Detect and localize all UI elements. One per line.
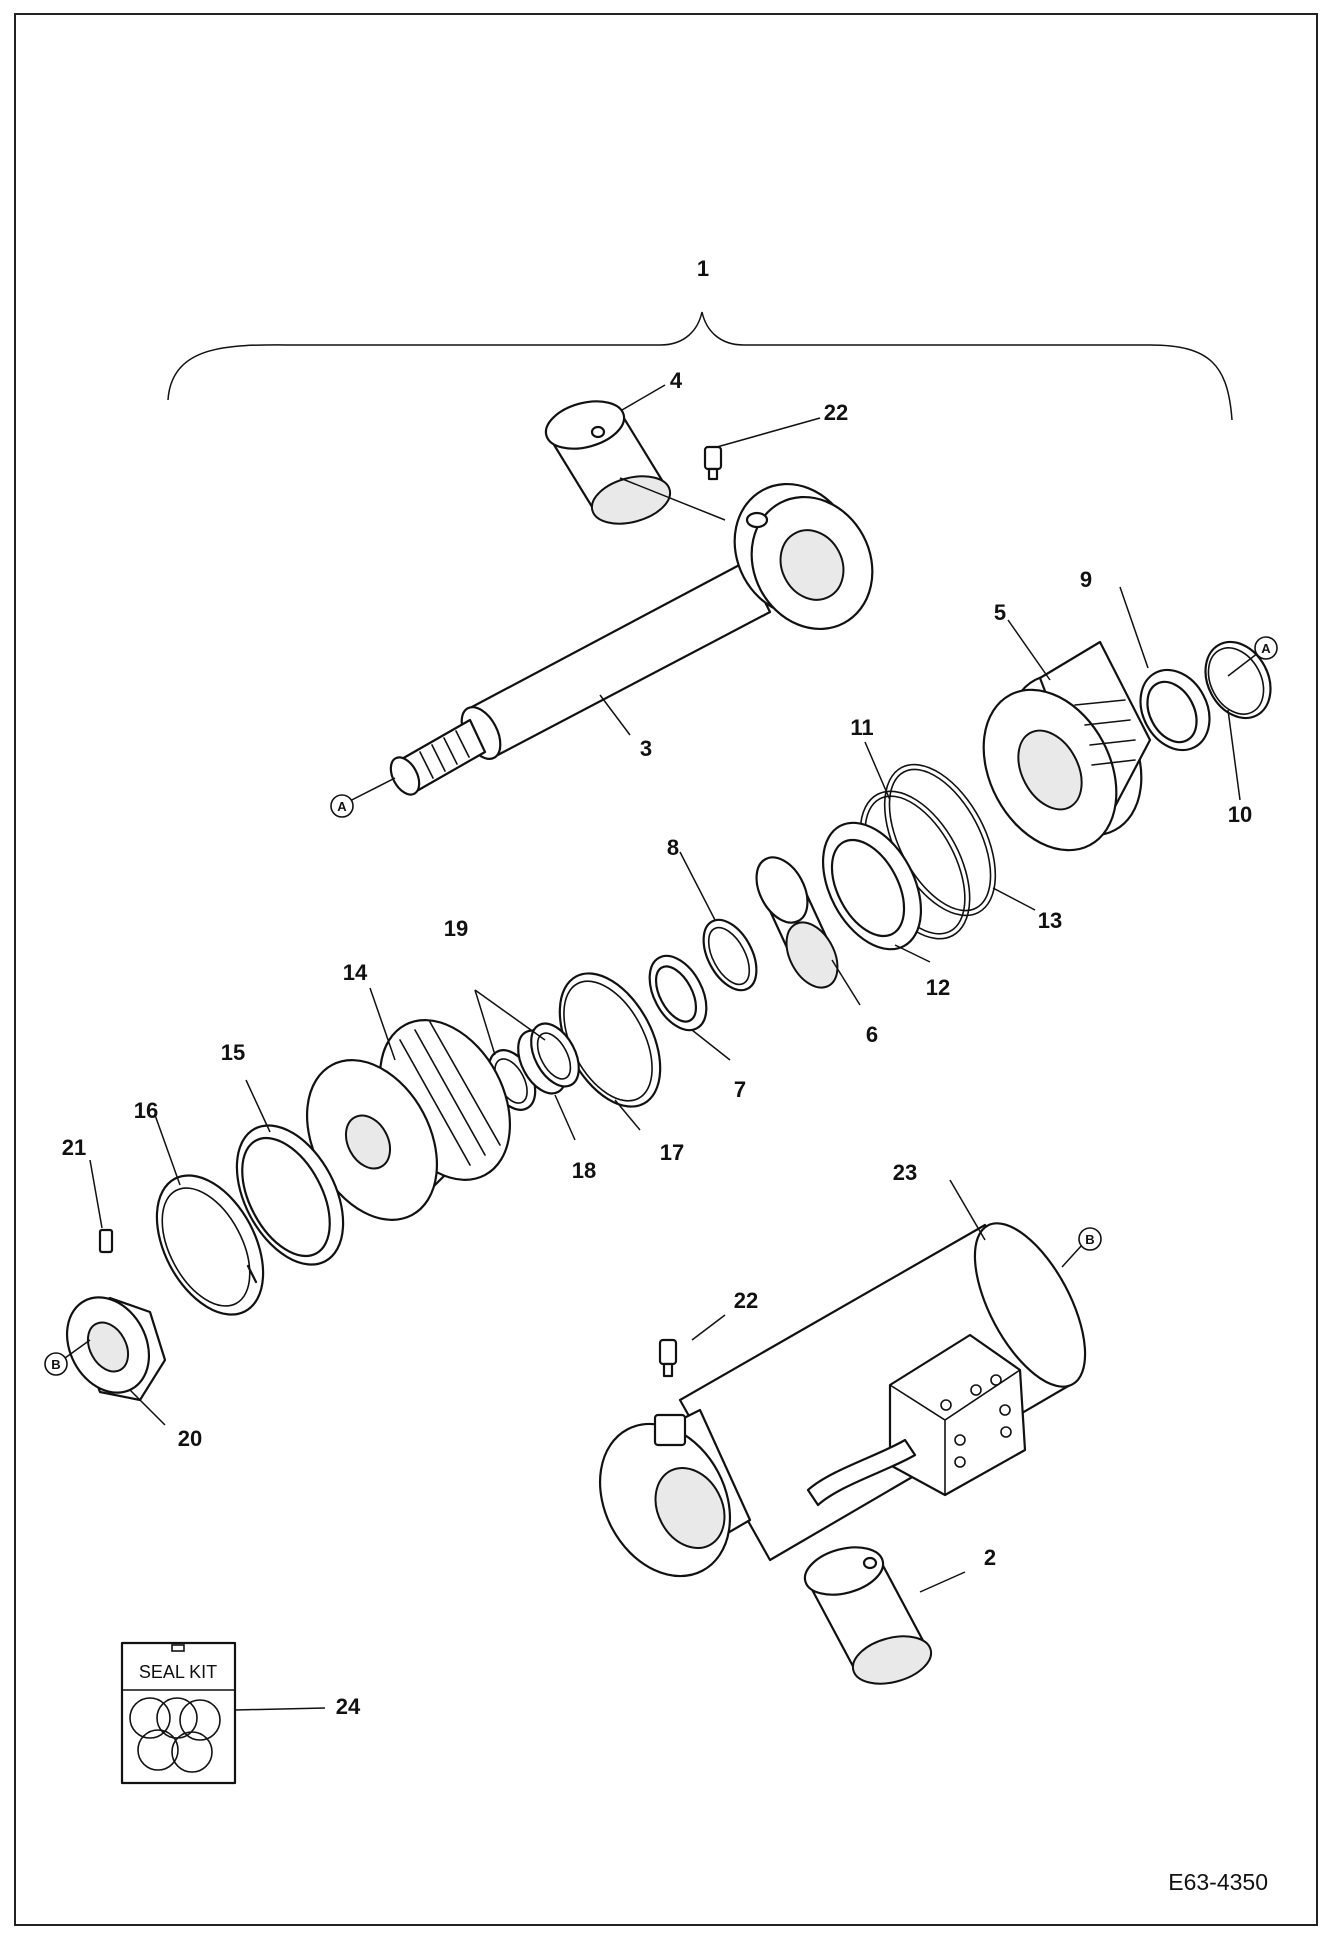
seal-kit-label: SEAL KIT xyxy=(139,1662,217,1682)
callout-3: 3 xyxy=(640,736,652,761)
callout-7: 7 xyxy=(734,1077,746,1102)
callout-9: 9 xyxy=(1080,567,1092,592)
callout-18: 18 xyxy=(572,1158,596,1183)
assembly-brace xyxy=(167,311,1233,421)
callout-20: 20 xyxy=(178,1426,202,1451)
callout-23: 23 xyxy=(893,1160,917,1185)
ring-9 xyxy=(1139,668,1211,752)
callout-11: 11 xyxy=(850,715,873,740)
reference-marker-a-left: A xyxy=(330,794,354,818)
ring-7 xyxy=(648,954,708,1032)
reference-marker-b-nut: B xyxy=(44,1352,68,1376)
callout-24: 24 xyxy=(336,1694,361,1719)
svg-text:B: B xyxy=(51,1357,60,1372)
callout-4: 4 xyxy=(670,368,683,393)
callout-2: 2 xyxy=(984,1545,996,1570)
bushing-upper xyxy=(544,400,672,525)
bushing-lower xyxy=(803,1546,933,1685)
set-screw xyxy=(98,1228,114,1254)
callout-22-upper: 22 xyxy=(824,400,848,425)
callout-22-lower: 22 xyxy=(734,1288,758,1313)
seal-18 xyxy=(517,1022,580,1095)
callout-10: 10 xyxy=(1228,802,1252,827)
callout-15: 15 xyxy=(221,1040,245,1065)
callout-19: 19 xyxy=(444,916,468,941)
ring-10 xyxy=(1204,640,1272,720)
leader-lines xyxy=(64,384,1259,1711)
svg-text:A: A xyxy=(1261,641,1271,656)
reference-marker-b-barrel: B xyxy=(1078,1227,1102,1251)
reference-marker-a-right: A xyxy=(1254,636,1278,660)
seal-kit-box xyxy=(120,1641,237,1785)
callout-5: 5 xyxy=(994,600,1006,625)
callout-21: 21 xyxy=(62,1135,86,1160)
piston xyxy=(305,1019,512,1221)
callout-17: 17 xyxy=(660,1140,684,1165)
drawing-number: E63-4350 xyxy=(1168,1869,1268,1895)
gland xyxy=(982,640,1152,852)
callout-8: 8 xyxy=(667,835,679,860)
callout-16: 16 xyxy=(134,1098,158,1123)
callout-14: 14 xyxy=(343,960,368,985)
callout-12: 12 xyxy=(926,975,950,1000)
callout-1: 1 xyxy=(697,256,709,281)
wear-ring-15 xyxy=(235,1124,345,1266)
svg-text:B: B xyxy=(1085,1232,1094,1247)
bushing-6 xyxy=(755,856,839,989)
nut xyxy=(65,1296,167,1402)
grease-fitting-lower xyxy=(658,1338,678,1378)
drawing-border xyxy=(14,13,1318,1926)
piston-rod xyxy=(389,482,874,796)
barrel xyxy=(598,1222,1087,1578)
ring-12 xyxy=(821,821,923,951)
callout-6: 6 xyxy=(866,1022,878,1047)
split-ring-16 xyxy=(155,1174,265,1316)
svg-text:A: A xyxy=(337,799,347,814)
ring-8 xyxy=(702,918,758,992)
grease-fitting-upper xyxy=(703,445,723,481)
callout-13: 13 xyxy=(1038,908,1062,933)
